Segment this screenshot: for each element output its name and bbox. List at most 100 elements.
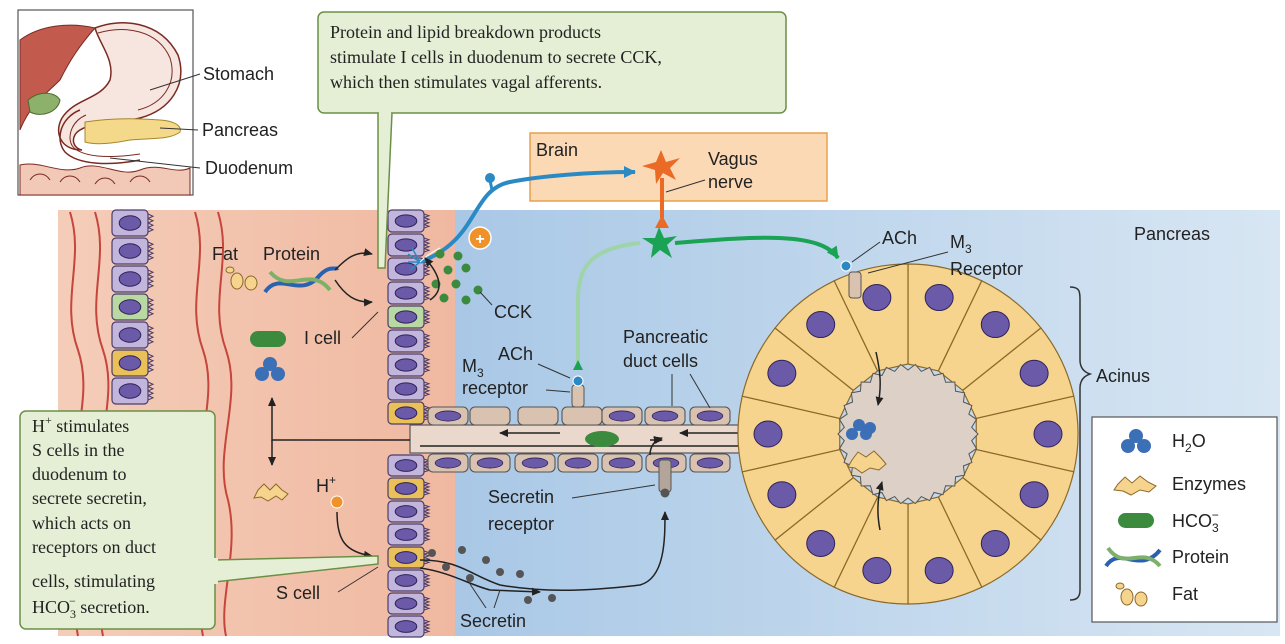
leader-line	[469, 583, 487, 609]
stomach-inner-wall	[97, 29, 173, 111]
legend-hco3-label: HCO3−	[1172, 508, 1219, 535]
cck-molecule	[453, 251, 463, 261]
cck-arrow	[424, 257, 440, 301]
legend-fat-label: Fat	[1172, 584, 1198, 604]
vagus-label-2: nerve	[708, 172, 753, 192]
h-plus-label: H+	[316, 473, 336, 496]
villus-cell	[111, 265, 155, 293]
vagus-label-1: Vagus	[708, 149, 758, 169]
cell-nucleus	[394, 597, 418, 610]
secretin-molecule	[548, 594, 556, 602]
ganglion-neuron	[642, 227, 677, 258]
cck-molecule	[451, 279, 461, 289]
duct-cell	[469, 406, 511, 426]
ach-label-right: ACh	[882, 228, 917, 248]
duct-cell	[514, 453, 556, 473]
pancreas-region-label: Pancreas	[1134, 224, 1210, 244]
secretin-receptor: Secretin receptor	[488, 459, 672, 534]
secretin-receptor-label-1: Secretin	[488, 487, 554, 507]
secretin-arrow	[419, 567, 541, 596]
legend-protein-label: Protein	[1172, 547, 1229, 567]
cck-molecule	[461, 263, 471, 273]
acinar-nucleus	[767, 359, 797, 387]
cell-nucleus	[394, 482, 418, 495]
secretin-molecules	[428, 546, 556, 604]
synapse-terminal	[655, 215, 669, 228]
pointer-mask	[379, 110, 391, 116]
duodenum-inner	[69, 114, 141, 157]
vagal-afferent: +	[407, 166, 636, 271]
secretin-molecule	[458, 546, 466, 554]
duct-cell	[601, 406, 643, 426]
duodenal-cell	[387, 353, 431, 377]
secretin-effect-arrow	[649, 436, 663, 456]
top-callout-pointer	[377, 112, 393, 269]
left-callout-line-7: cells, stimulating	[32, 571, 155, 591]
i-cell	[387, 305, 431, 329]
acinus-brace: Acinus	[1069, 286, 1150, 601]
secretin-molecule	[524, 596, 532, 604]
vagal-afferent-fiber	[419, 166, 636, 264]
secretion-arrow	[875, 351, 884, 406]
cell-nucleus	[118, 215, 142, 231]
cell-nucleus	[394, 214, 418, 228]
h-plus-ion	[330, 495, 344, 509]
cell-nucleus	[394, 551, 418, 564]
duodenal-cell	[387, 209, 431, 233]
duct-cell	[601, 453, 643, 473]
cell-nucleus	[394, 620, 418, 633]
ach-label-left: ACh	[498, 344, 533, 364]
secretin-pathway: Secretin	[419, 511, 669, 631]
cell-nucleus	[394, 286, 418, 300]
inset-pancreas-label: Pancreas	[202, 120, 278, 140]
m3-receptor-acinus: ACh M3 Receptor	[840, 228, 1023, 279]
acinar-nucleus	[1019, 481, 1049, 509]
m3-label-right: M3	[950, 232, 972, 256]
duodenal-cell	[387, 454, 431, 477]
villus-cell	[111, 321, 155, 349]
m3-receptor-duct: M3 ACh receptor	[462, 344, 585, 408]
intestine-folds	[29, 173, 151, 185]
enzyme-shape-lumen	[253, 483, 289, 502]
villus-cell	[111, 209, 155, 237]
acinar-nucleus	[1019, 359, 1049, 387]
secretin-arrow-to-receptor	[419, 511, 669, 591]
villus-cell	[111, 377, 155, 405]
duct-cell	[689, 406, 731, 426]
secretin-receptor-shape	[658, 459, 672, 493]
duct-cells-top	[427, 406, 731, 426]
ach-molecule-left	[572, 375, 584, 387]
left-callout-line-5: which acts on	[32, 513, 131, 533]
protein-label: Protein	[263, 244, 320, 264]
secretin-receptor-label-2: receptor	[488, 514, 554, 534]
fat-droplets	[225, 266, 258, 291]
top-callout: Protein and lipid breakdown products sti…	[317, 11, 787, 269]
acinar-nucleus	[924, 556, 954, 584]
leader-line	[337, 566, 379, 593]
hco3-in-duct	[585, 431, 619, 447]
stomach-shape	[57, 22, 182, 151]
duodenal-cell	[387, 569, 431, 592]
afferent-cell-body	[485, 173, 495, 183]
duodenal-cell	[387, 477, 431, 500]
cell-nucleus	[394, 505, 418, 518]
leader-line	[537, 363, 571, 379]
duct-cell	[427, 406, 469, 426]
villus-cell	[111, 293, 155, 321]
duodenal-cell	[387, 377, 431, 401]
cell-nucleus	[394, 334, 418, 348]
left-callout-pointer	[213, 555, 379, 583]
villus-cell	[111, 237, 155, 265]
acinus	[737, 263, 1079, 605]
duodenal-cell	[387, 500, 431, 523]
cell-nucleus	[118, 355, 142, 371]
vagal-efferent-neuron-body	[642, 150, 680, 184]
acinar-nucleus	[862, 556, 892, 584]
duodenal-cell	[387, 592, 431, 615]
duct-outflow-arrows	[268, 397, 410, 466]
secretin-label: Secretin	[460, 611, 526, 631]
pancreatic-label-1: Pancreatic	[623, 327, 708, 347]
duodenal-cell	[387, 233, 431, 257]
duodenal-cell	[387, 523, 431, 546]
acinar-nucleus	[980, 311, 1010, 339]
